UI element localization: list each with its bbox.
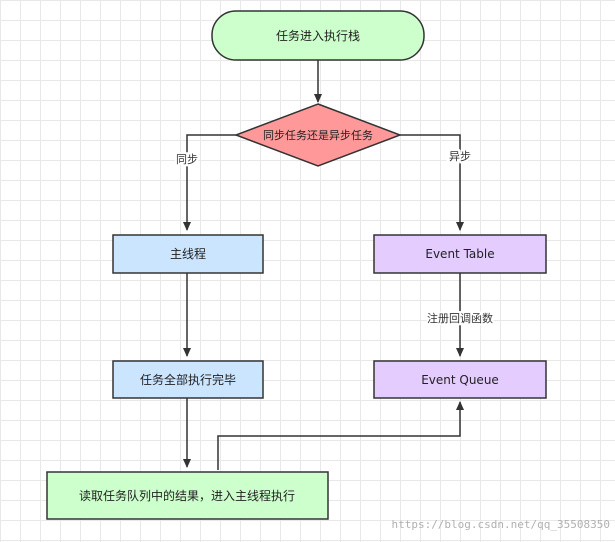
node-event-queue-label: Event Queue [421, 373, 499, 387]
node-start-shape [211, 10, 425, 61]
node-decision-label: 同步任务还是异步任务 [263, 129, 373, 142]
node-start-label: 任务进入执行栈 [276, 28, 360, 43]
node-event-table-label: Event Table [425, 247, 494, 261]
node-tasks-done-shape [112, 360, 264, 399]
edge-label-async: 异步 [449, 150, 471, 163]
node-event-table: Event Table [373, 234, 547, 274]
watermark: https://blog.csdn.net/qq_35508350 [391, 518, 610, 531]
edge-label-sync: 同步 [176, 153, 198, 166]
node-read-queue: 读取任务队列中的结果，进入主线程执行 [46, 471, 329, 520]
edges [183, 60, 464, 470]
node-tasks-done-label: 任务全部执行完毕 [140, 372, 236, 387]
node-start: 任务进入执行栈 [211, 10, 425, 61]
node-event-table-shape [373, 234, 547, 274]
node-tasks-done: 任务全部执行完毕 [112, 360, 264, 399]
node-event-queue: Event Queue [373, 360, 547, 399]
node-main-thread-shape [112, 234, 264, 274]
node-main-thread-label: 主线程 [170, 246, 206, 261]
node-event-queue-shape [373, 360, 547, 399]
edge-decision-to-main-thread [183, 134, 236, 231]
node-decision-shape [233, 103, 403, 167]
edge-read-queue-to-event-queue [217, 401, 464, 470]
node-decision: 同步任务还是异步任务 [233, 103, 403, 167]
node-read-queue-label: 读取任务队列中的结果，进入主线程执行 [79, 488, 295, 503]
node-main-thread: 主线程 [112, 234, 264, 274]
node-read-queue-shape [46, 471, 329, 520]
edge-decision-to-event-table [400, 134, 464, 231]
edge-label-register-callback: 注册回调函数 [427, 311, 493, 325]
